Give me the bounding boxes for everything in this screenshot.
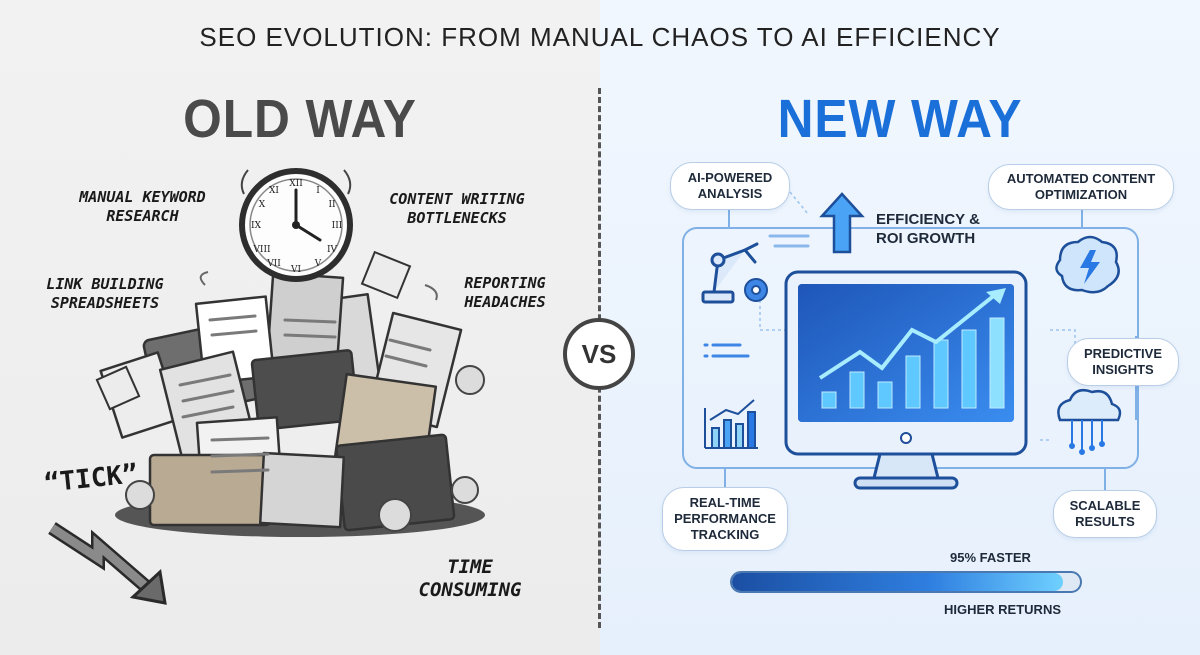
old-way-heading: OLD WAY [183,89,417,149]
svg-text:II: II [328,200,336,210]
svg-text:X: X [259,200,266,210]
svg-text:IV: IV [327,245,338,255]
progress-fill [732,573,1063,591]
downtrend-arrow-icon [48,522,167,605]
robot-arm-icon [701,242,759,304]
pill-real-time-performance-tracking: REAL-TIME PERFORMANCE TRACKING [662,487,788,551]
svg-text:VII: VII [266,259,281,269]
label-link-building-spreadsheets: LINK BUILDING SPREADSHEETS [46,275,164,312]
progress-bottom-label: HIGHER RETURNS [944,602,1062,617]
svg-text:IX: IX [251,221,262,231]
svg-text:V: V [314,259,322,269]
growth-arrow-icon [819,192,865,254]
label-reporting-headaches: REPORTING HEADACHES [464,274,546,311]
new-way-heading: NEW WAY [777,89,1023,149]
screen-trend-line [818,292,998,380]
progress-bar [730,571,1082,593]
cloud-icon [1057,389,1122,422]
pill-predictive-insights: PREDICTIVE INSIGHTS [1067,338,1179,386]
svg-text:XI: XI [269,186,279,196]
page-title: SEO EVOLUTION: FROM MANUAL CHAOS TO AI E… [199,22,1001,52]
svg-text:III: III [332,221,343,231]
svg-text:VI: VI [290,265,301,275]
pill-ai-powered-analysis: AI-POWERED ANALYSIS [670,162,790,210]
progress-top-label: 95% FASTER [950,550,1031,565]
pill-scalable-results: SCALABLE RESULTS [1053,490,1157,538]
label-efficiency-roi-growth: EFFICIENCY & ROI GROWTH [876,211,980,247]
screen-bar-chart [821,317,1005,409]
pill-automated-content-optimization: AUTOMATED CONTENT OPTIMIZATION [988,164,1174,210]
vs-badge: VS [563,318,635,390]
ai-brain-icon [1055,235,1120,294]
label-manual-keyword-research: MANUAL KEYWORD RESEARCH [79,188,206,225]
mini-chart-icon [704,399,758,449]
label-content-writing-bottlenecks: CONTENT WRITING BOTTLENECKS [389,190,525,227]
svg-text:VIII: VIII [252,245,271,255]
label-time-consuming: TIME CONSUMING [418,556,522,601]
svg-text:I: I [316,186,320,196]
gear-icon [744,278,768,302]
svg-text:XII: XII [289,179,303,189]
